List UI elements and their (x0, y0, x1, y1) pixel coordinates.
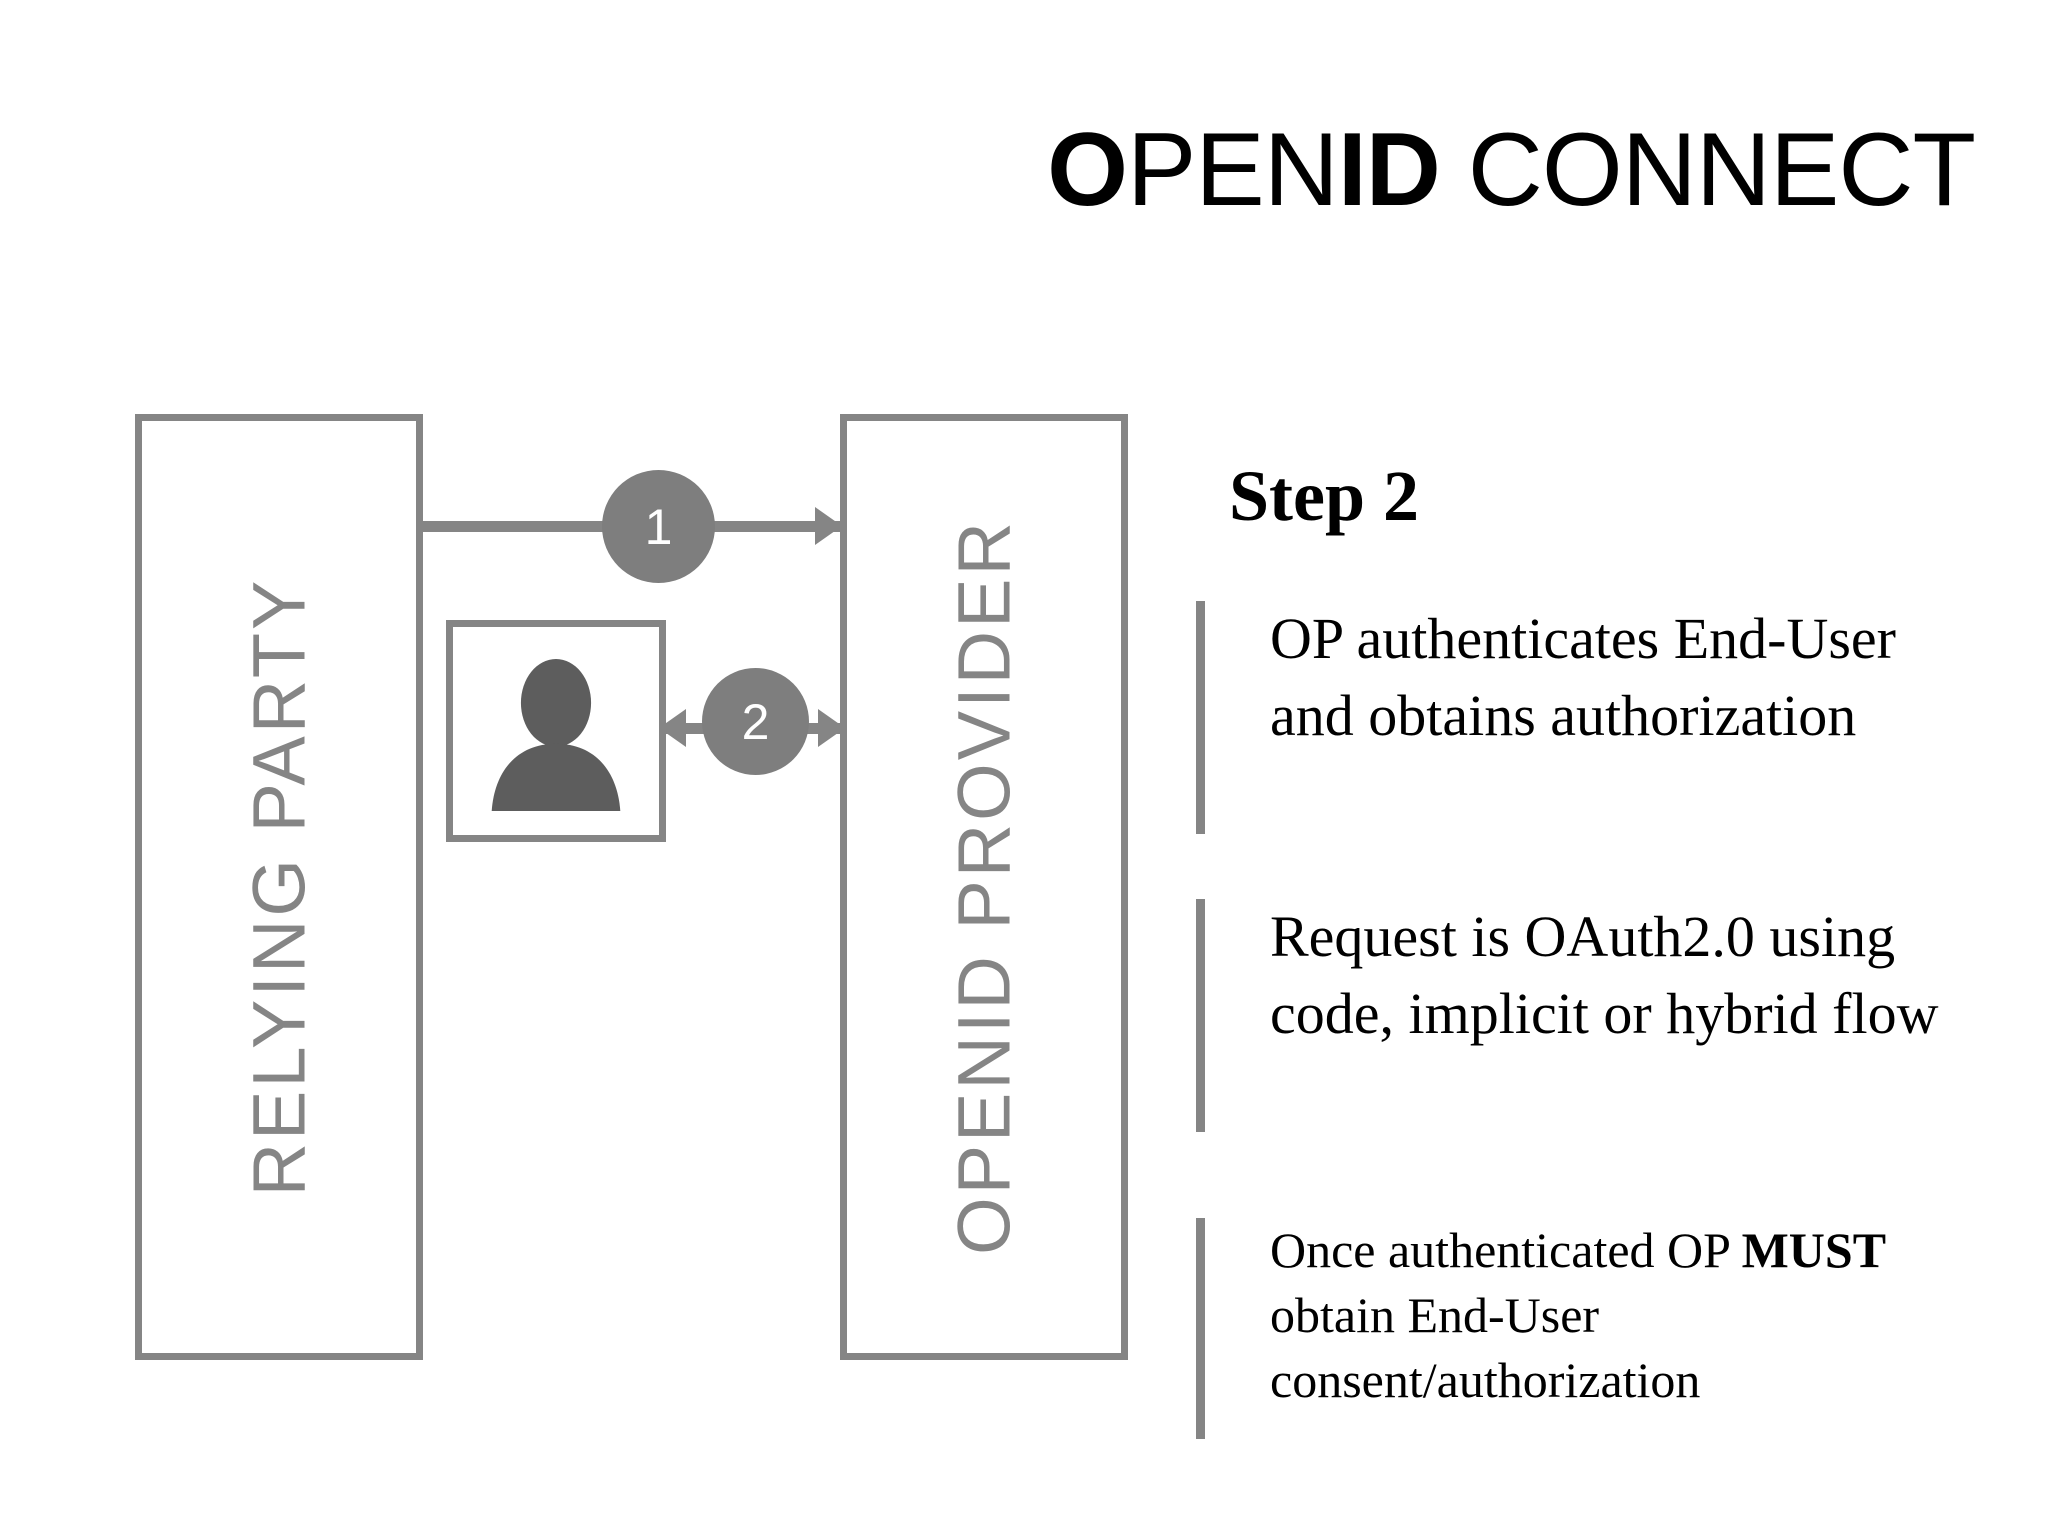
flow-2-arrowhead-right-icon (818, 709, 845, 747)
bullet-item-2: Request is OAuth2.0 using code, implicit… (1196, 899, 1970, 1132)
flow-2-arrowhead-left-icon (659, 709, 686, 747)
openid-provider-label: OPENID PROVIDER (942, 519, 1026, 1255)
title-segment-pen: PEN (1127, 112, 1339, 228)
bullet-text-3: Once authenticated OP MUST obtain End-Us… (1270, 1218, 1910, 1439)
bullet-rule (1196, 601, 1205, 834)
openid-provider-box: OPENID PROVIDER (840, 414, 1128, 1360)
title-segment-id: ID (1337, 112, 1441, 228)
flow-1-arrowhead-right-icon (815, 507, 842, 545)
bullet-text-1: OP authenticates End-User and obtains au… (1270, 606, 1896, 748)
bullet-text-2: Request is OAuth2.0 using code, implicit… (1270, 904, 1939, 1046)
bullet-item-1: OP authenticates End-User and obtains au… (1196, 601, 1970, 834)
flow-2-badge: 2 (702, 668, 809, 775)
bullet-3-text-after: obtain End-User consent/authorization (1270, 1287, 1701, 1408)
bullet-3-must-emphasis: MUST (1741, 1222, 1887, 1278)
flow-1-badge: 1 (602, 470, 715, 583)
step-title: Step 2 (1229, 456, 1420, 536)
bullet-3-text-before: Once authenticated OP (1270, 1222, 1742, 1278)
end-user-box (446, 620, 666, 842)
page-title: OPENID CONNECT (0, 118, 1976, 222)
user-silhouette-icon (491, 659, 621, 812)
relying-party-box: RELYING PARTY (135, 414, 423, 1360)
relying-party-label: RELYING PARTY (237, 577, 321, 1197)
bullet-item-3: Once authenticated OP MUST obtain End-Us… (1196, 1218, 1910, 1439)
bullet-rule (1196, 1218, 1205, 1439)
title-segment-o: O (1047, 112, 1128, 228)
title-segment-connect: CONNECT (1439, 112, 1976, 228)
bullet-rule (1196, 899, 1205, 1132)
